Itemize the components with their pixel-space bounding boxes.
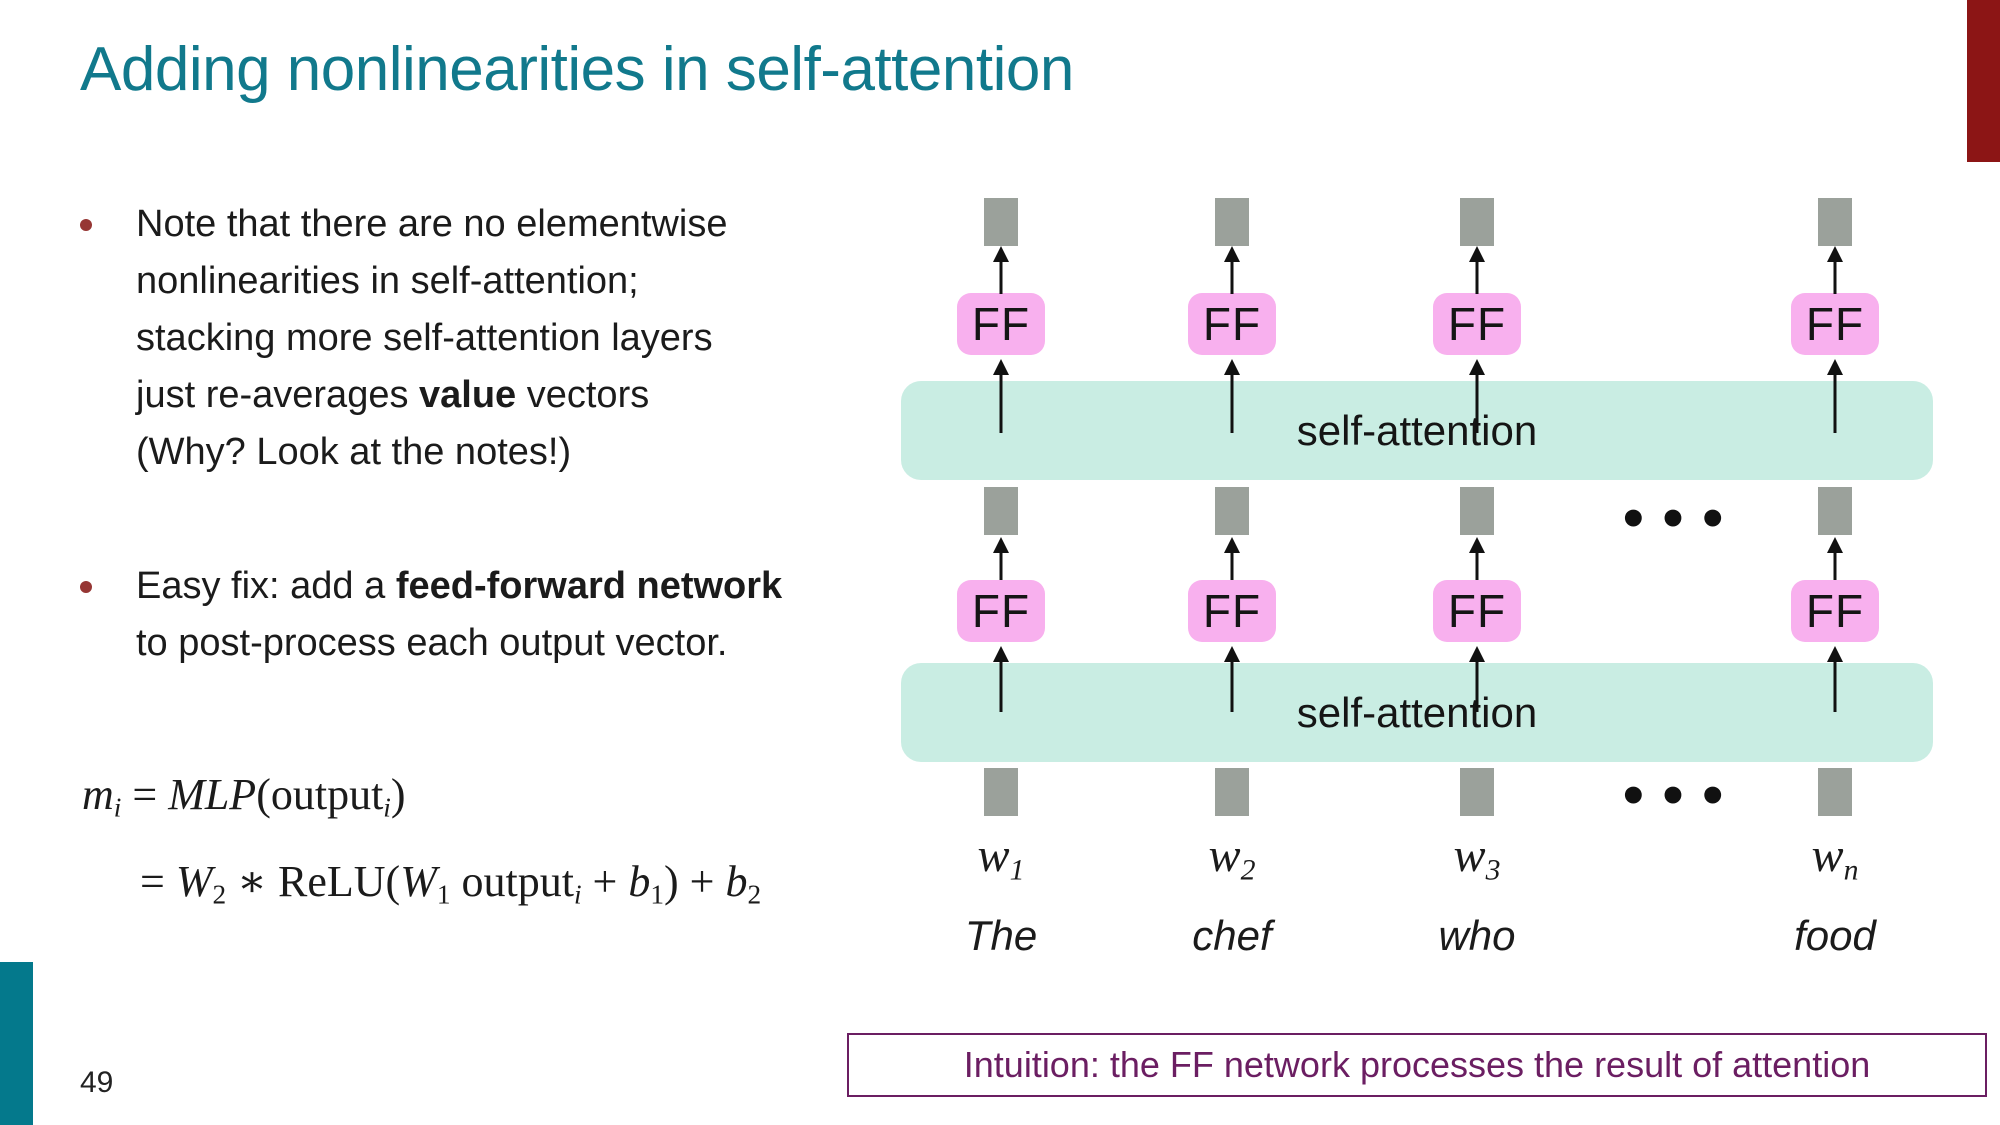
up-arrow-icon	[1826, 646, 1844, 712]
up-arrow-icon	[1826, 246, 1844, 294]
ff-box: FF	[1188, 580, 1276, 642]
self-attention-band: self-attention	[901, 381, 1933, 480]
vector-box	[1215, 487, 1249, 535]
up-arrow-icon	[1223, 646, 1241, 712]
vector-box	[1818, 768, 1852, 816]
token-symbol: w2	[1208, 829, 1256, 887]
token-word: The	[964, 912, 1038, 959]
up-arrow-icon	[1468, 646, 1486, 712]
vector-box	[1215, 768, 1249, 816]
formula-line-2: = W2 ∗ ReLU(W1 outputi + b1) + b2	[140, 856, 762, 910]
vector-box	[1818, 487, 1852, 535]
ff-box: FF	[1791, 293, 1879, 355]
bullet-dot-icon	[80, 581, 92, 593]
token-symbol: w1	[977, 829, 1025, 887]
up-arrow-icon	[992, 537, 1010, 580]
vector-box	[1460, 198, 1494, 246]
up-arrow-icon	[1468, 246, 1486, 294]
ff-box: FF	[957, 580, 1045, 642]
ff-box: FF	[1433, 293, 1521, 355]
vector-box	[1215, 198, 1249, 246]
vector-box	[1460, 768, 1494, 816]
up-arrow-icon	[1468, 359, 1486, 433]
up-arrow-icon	[1826, 359, 1844, 433]
ff-box: FF	[957, 293, 1045, 355]
vector-box	[984, 768, 1018, 816]
up-arrow-icon	[992, 246, 1010, 294]
up-arrow-icon	[992, 359, 1010, 433]
bottom-left-accent-bar	[0, 962, 33, 1125]
callout-text: Intuition: the FF network processes the …	[963, 1044, 1871, 1085]
up-arrow-icon	[1826, 537, 1844, 580]
token-word: food	[1794, 912, 1876, 959]
page-number: 49	[80, 1066, 114, 1099]
bullet-dot-icon	[80, 219, 92, 231]
formula-line-1: mi = MLP(outputi)	[82, 770, 406, 823]
up-arrow-icon	[1223, 246, 1241, 294]
callout-box: Intuition: the FF network processes the …	[847, 1033, 1987, 1097]
token-symbol: w3	[1453, 829, 1501, 887]
vector-box	[1460, 487, 1494, 535]
self-attention-band: self-attention	[901, 663, 1933, 762]
ff-box: FF	[1433, 580, 1521, 642]
ff-box: FF	[1188, 293, 1276, 355]
up-arrow-icon	[1468, 537, 1486, 580]
ff-box: FF	[1791, 580, 1879, 642]
up-arrow-icon	[1223, 359, 1241, 433]
token-word: who	[1438, 912, 1516, 959]
up-arrow-icon	[1223, 537, 1241, 580]
ellipsis-dots-icon: •••	[1618, 492, 1738, 548]
token-word: chef	[1192, 912, 1272, 959]
token-symbol: wn	[1811, 829, 1859, 887]
vector-box	[984, 487, 1018, 535]
mlp-formula: mi = MLP(outputi) = W2 ∗ ReLU(W1 outputi…	[82, 758, 761, 931]
top-right-accent-bar	[1967, 0, 2000, 162]
up-arrow-icon	[992, 646, 1010, 712]
page-title: Adding nonlinearities in self-attention	[80, 35, 1074, 104]
vector-box	[1818, 198, 1852, 246]
vector-box	[984, 198, 1018, 246]
ellipsis-dots-icon: •••	[1618, 769, 1738, 825]
